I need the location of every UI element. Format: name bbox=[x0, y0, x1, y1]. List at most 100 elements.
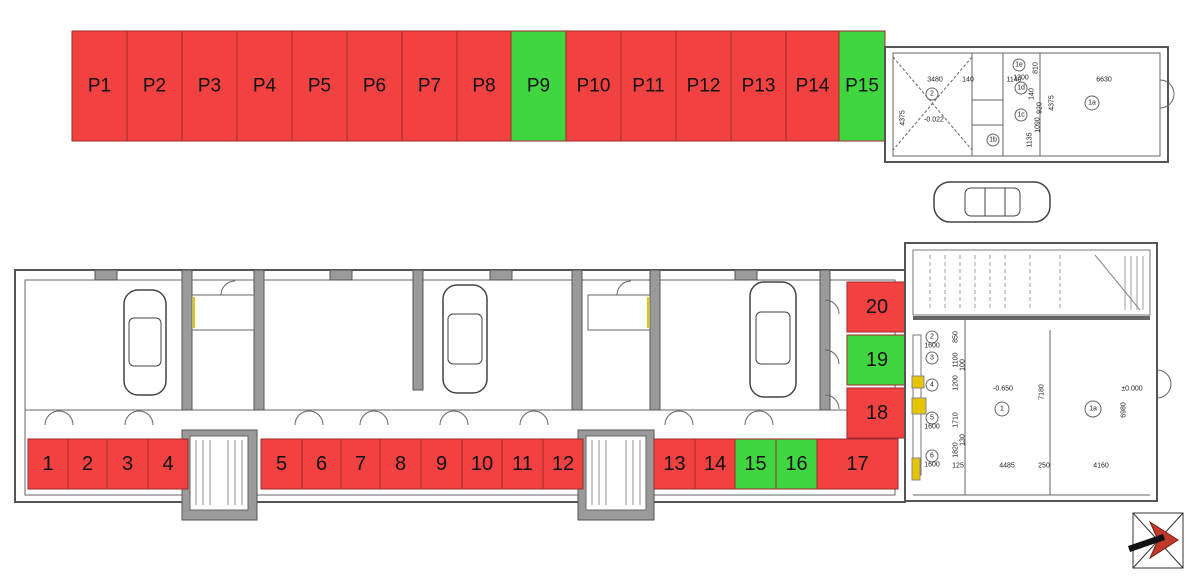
parking-spot-fill[interactable] bbox=[730, 30, 787, 142]
dim-1600-c: 1600 bbox=[924, 462, 940, 469]
parking-spot[interactable]: P3 bbox=[181, 30, 238, 142]
parking-spot[interactable]: P6 bbox=[346, 30, 403, 142]
car-icon-garage-1 bbox=[123, 289, 167, 396]
storage-unit-fill[interactable] bbox=[67, 438, 108, 490]
parking-spot[interactable]: P7 bbox=[401, 30, 458, 142]
parking-spot-label: P12 bbox=[687, 76, 721, 97]
entry-door-arc bbox=[1159, 79, 1175, 95]
room-label-2-bottom: 2 bbox=[930, 334, 934, 341]
dim-4375-left: 4375 bbox=[900, 110, 907, 126]
storage-unit[interactable]: 11 bbox=[501, 438, 544, 490]
storage-unit-label: 5 bbox=[276, 453, 287, 475]
storage-unit[interactable]: 6 bbox=[301, 438, 342, 490]
room-label-1a-top: 1a bbox=[1088, 100, 1096, 107]
room-label-1: 1 bbox=[1000, 406, 1004, 413]
room-label-5: 5 bbox=[930, 415, 934, 422]
parking-spot-fill[interactable] bbox=[401, 30, 458, 142]
parking-spot-fill[interactable] bbox=[126, 30, 183, 142]
parking-spot[interactable]: P15 bbox=[838, 30, 886, 142]
storage-unit-fill[interactable] bbox=[379, 438, 422, 490]
storage-unit-fill[interactable] bbox=[420, 438, 463, 490]
parking-spot[interactable]: P4 bbox=[236, 30, 293, 142]
parking-spot[interactable]: P1 bbox=[71, 30, 128, 142]
storage-unit[interactable]: 20 bbox=[846, 281, 908, 333]
parking-spot-fill[interactable] bbox=[785, 30, 840, 142]
storage-unit[interactable]: 16 bbox=[775, 438, 818, 490]
car-icon-garage-3 bbox=[749, 281, 797, 398]
parking-spot[interactable]: P10 bbox=[565, 30, 622, 142]
storage-unit-fill[interactable] bbox=[147, 438, 189, 490]
storage-unit[interactable]: 15 bbox=[734, 438, 777, 490]
storage-unit[interactable]: 2 bbox=[67, 438, 108, 490]
storage-unit-fill[interactable] bbox=[775, 438, 818, 490]
north-arrow-icon bbox=[1128, 512, 1184, 569]
storage-unit[interactable]: 1 bbox=[27, 438, 69, 490]
storage-unit[interactable]: 13 bbox=[653, 438, 696, 490]
parking-spot-label: P5 bbox=[308, 76, 331, 97]
storage-unit[interactable]: 14 bbox=[694, 438, 736, 490]
top-building: 2 1a 1b 1c 1d 1e 3480 140 1200 6630 4375… bbox=[884, 46, 1175, 163]
residential-block: 1 1a 2 3 4 5 6 1600 1600 1600 -0.650 ±0.… bbox=[904, 242, 1172, 502]
parking-spot[interactable]: P11 bbox=[620, 30, 677, 142]
parking-spot[interactable]: P8 bbox=[456, 30, 512, 142]
storage-unit-label: 2 bbox=[82, 453, 93, 475]
parking-spot-fill[interactable] bbox=[291, 30, 348, 142]
storage-unit-fill[interactable] bbox=[501, 438, 544, 490]
level-bottom-left: -0.650 bbox=[993, 386, 1013, 393]
storage-unit[interactable]: 17 bbox=[816, 438, 899, 490]
parking-spot[interactable]: P13 bbox=[730, 30, 787, 142]
storage-unit-fill[interactable] bbox=[694, 438, 736, 490]
parking-spot-fill[interactable] bbox=[565, 30, 622, 142]
parking-spot-fill[interactable] bbox=[510, 30, 567, 142]
storage-unit-fill[interactable] bbox=[816, 438, 899, 490]
parking-spot[interactable]: P9 bbox=[510, 30, 567, 142]
dim-7180: 7180 bbox=[1039, 384, 1046, 400]
storage-unit[interactable]: 10 bbox=[461, 438, 503, 490]
parking-spot-label: P8 bbox=[472, 76, 495, 97]
storage-unit-fill[interactable] bbox=[542, 438, 584, 490]
storage-unit[interactable]: 9 bbox=[420, 438, 463, 490]
parking-spot[interactable]: P12 bbox=[675, 30, 732, 142]
storage-unit[interactable]: 12 bbox=[542, 438, 584, 490]
storage-unit-fill[interactable] bbox=[846, 281, 908, 333]
parking-spot-fill[interactable] bbox=[675, 30, 732, 142]
storage-unit[interactable]: 5 bbox=[260, 438, 303, 490]
parking-spot[interactable]: P14 bbox=[785, 30, 840, 142]
storage-unit-fill[interactable] bbox=[846, 387, 908, 439]
storage-unit-fill[interactable] bbox=[461, 438, 503, 490]
storage-unit[interactable]: 8 bbox=[379, 438, 422, 490]
dim-1200-bottom: 1200 bbox=[953, 375, 960, 391]
dim-920: 920 bbox=[1037, 102, 1044, 114]
storage-unit-fill[interactable] bbox=[106, 438, 149, 490]
storage-unit-fill[interactable] bbox=[27, 438, 69, 490]
dim-250: 250 bbox=[1038, 463, 1050, 470]
dim-4160: 4160 bbox=[1093, 463, 1109, 470]
dim-1710: 1710 bbox=[953, 412, 960, 428]
storage-unit-label: 16 bbox=[785, 453, 807, 475]
parking-spot-fill[interactable] bbox=[236, 30, 293, 142]
parking-spot[interactable]: P5 bbox=[291, 30, 348, 142]
storage-unit[interactable]: 3 bbox=[106, 438, 149, 490]
storage-unit[interactable]: 7 bbox=[340, 438, 381, 490]
storage-unit[interactable]: 19 bbox=[846, 334, 908, 386]
storage-unit-fill[interactable] bbox=[846, 334, 908, 386]
storage-unit-fill[interactable] bbox=[653, 438, 696, 490]
dim-1100: 1100 bbox=[953, 352, 960, 367]
storage-unit[interactable]: 18 bbox=[846, 387, 908, 439]
room-label-2-top: 2 bbox=[930, 91, 934, 98]
dim-850: 850 bbox=[953, 331, 960, 343]
parking-spot-fill[interactable] bbox=[346, 30, 403, 142]
parking-spot-fill[interactable] bbox=[456, 30, 512, 142]
parking-spot-fill[interactable] bbox=[71, 30, 128, 142]
dim-1090: 1090 bbox=[1035, 117, 1042, 133]
parking-spot-fill[interactable] bbox=[181, 30, 238, 142]
dim-125: 125 bbox=[952, 463, 964, 470]
storage-unit-label: 6 bbox=[316, 453, 327, 475]
storage-unit[interactable]: 4 bbox=[147, 438, 189, 490]
level-top: -0.022 bbox=[924, 117, 944, 124]
storage-unit-fill[interactable] bbox=[260, 438, 303, 490]
room-2-marker bbox=[925, 87, 939, 101]
parking-spot[interactable]: P2 bbox=[126, 30, 183, 142]
